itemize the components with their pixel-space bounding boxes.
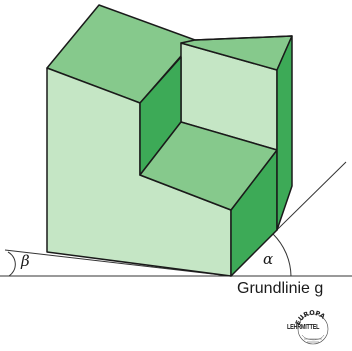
logo-publisher-text: LEHRMITTEL	[287, 324, 320, 331]
angle-beta-label: β	[21, 252, 30, 270]
block-back-top-edge	[194, 35, 293, 41]
angle-alpha-label: α	[263, 250, 274, 268]
europa-lehrmittel-logo: EUROPA	[294, 309, 329, 345]
baseline-label: Grundlinie g	[237, 280, 324, 297]
block-back-right-face	[276, 35, 293, 231]
l-shaped-block	[46, 4, 293, 277]
beta-arc	[7, 251, 16, 277]
alpha-arc	[272, 233, 292, 277]
